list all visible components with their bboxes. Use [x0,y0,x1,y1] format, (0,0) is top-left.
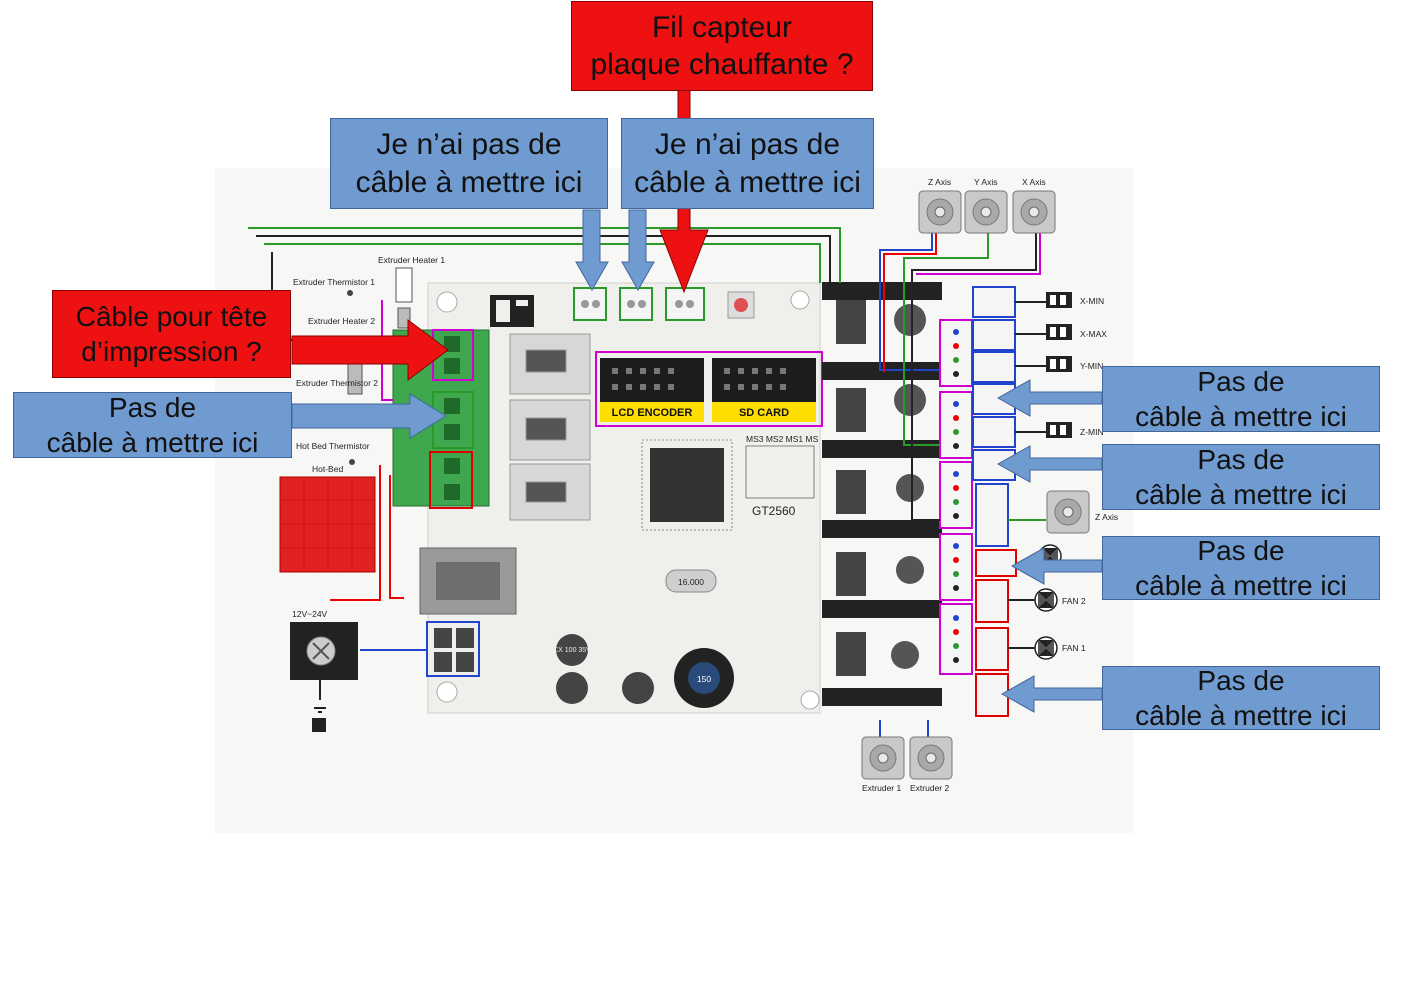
thermistor-icon [347,290,353,296]
label-z-axis: Z Axis [928,177,951,187]
z-axis-stepper [918,190,962,234]
label-y-axis: Y Axis [974,177,997,187]
board-model: GT2560 [752,504,796,518]
z-axis-stepper-right [1046,490,1090,534]
thermistor-connectors [573,287,705,321]
endstop-connectors [972,286,1016,547]
label-y-min: Y-MIN [1080,361,1103,371]
sd-card-label-bg [712,402,816,422]
arrow-left-icon [1010,547,1103,585]
label-extruder-1: Extruder 1 [862,783,901,793]
header-highlight [595,351,823,427]
label-x-max: X-MAX [1080,329,1107,339]
callout-left-blue: Pas de câble à mettre ici [13,392,292,458]
cap-label: CX 100 35V [553,647,591,654]
label-power: 12V~24V [292,609,328,619]
lcd-header [600,358,704,402]
plug-icon [314,680,326,713]
fan-2-icon [1034,588,1058,612]
callout-right-4: Pas de câble à mettre ici [1102,665,1380,731]
arrow-right-icon [291,319,449,381]
callout-heatbed-sensor: Fil capteur plaque chauffante ? [571,1,873,91]
label-extruder-heater-1: Extruder Heater 1 [378,255,445,265]
thermistor-icon [349,459,355,465]
mount-hole [436,291,458,313]
label-extruder-2: Extruder 2 [910,783,949,793]
callout-top-right: Je n’ai pas de câble à mettre ici [621,118,874,209]
extruder-heater-icon [395,267,413,303]
arrows-blue [291,209,1103,713]
label-extruder-thermistor-2: Extruder Thermistor 2 [296,378,378,388]
label-z-axis-right: Z Axis [1095,512,1118,522]
wires [248,227,1046,740]
label-fan-1: FAN 1 [1062,643,1086,653]
arrow-down-icon [575,209,609,292]
x-axis-stepper [1012,190,1056,234]
label-extruder-thermistor-1: Extruder Thermistor 1 [293,277,375,287]
mount-hole [800,690,820,710]
callout-right-1: Pas de câble à mettre ici [1102,366,1380,432]
mcu-chip [650,448,724,522]
lcd-encoder-label-bg [600,402,704,422]
arrow-left-icon [1000,675,1103,713]
fan-connectors [975,549,1017,717]
jumper-table: MS3 MS2 MS1 MS [746,434,819,444]
label-z-min: Z-MIN [1080,427,1104,437]
crystal-label: 16.000 [678,577,704,587]
callout-printhead-cable: Câble pour tête d’impression ? [52,290,291,378]
y-axis-stepper [964,190,1008,234]
label-extruder-heater-2: Extruder Heater 2 [308,316,375,326]
label-x-axis: X Axis [1022,177,1046,187]
crystal [665,569,717,593]
label-hot-bed: Hot-Bed [312,464,343,474]
callout-right-2: Pas de câble à mettre ici [1102,444,1380,510]
fan-1-icon [1034,636,1058,660]
mount-hole [790,290,810,310]
extruder-1-stepper [861,736,905,780]
mosfet-heatsinks [509,333,591,521]
label-fan-2: FAN 2 [1062,596,1086,606]
hot-bed-icon [279,476,376,573]
callout-right-3: Pas de câble à mettre ici [1102,535,1380,601]
arrow-right-icon [291,393,447,439]
mount-hole [436,681,458,703]
label-hot-bed-thermistor: Hot Bed Thermistor [296,441,370,451]
connector-pins [953,329,959,663]
callout-top-left: Je n’ai pas de câble à mettre ici [330,118,608,209]
arrow-left-icon [996,379,1103,417]
label-x-min: X-MIN [1080,296,1104,306]
sd-card-label: SD CARD [739,407,789,419]
capacitors [556,304,926,704]
lcd-encoder-label: LCD ENCODER [612,407,693,419]
arrow-left-icon [996,445,1103,483]
sd-header [712,358,816,402]
extruder-2-stepper [909,736,953,780]
inductor-label: 150 [697,674,711,684]
arrow-down-icon [621,209,655,292]
